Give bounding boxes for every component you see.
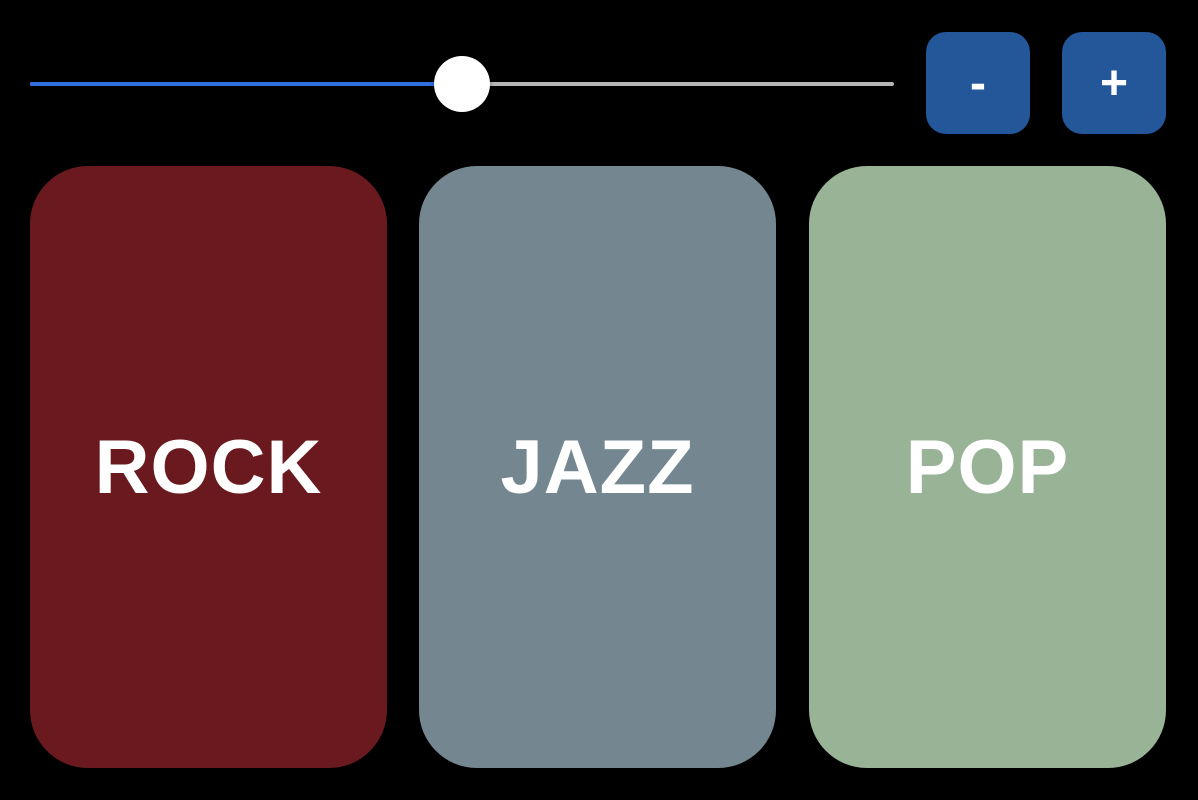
slider-fill [30,82,462,86]
genre-label: ROCK [94,424,323,510]
increment-button[interactable]: + [1062,32,1166,134]
genre-label: POP [905,424,1070,510]
genre-label: JAZZ [500,424,695,510]
decrement-button[interactable]: - [926,32,1030,134]
slider-thumb[interactable] [434,56,490,112]
genre-card-rock[interactable]: ROCK [30,166,387,768]
genre-card-pop[interactable]: POP [809,166,1166,768]
volume-slider[interactable] [30,54,894,114]
genre-card-jazz[interactable]: JAZZ [419,166,776,768]
